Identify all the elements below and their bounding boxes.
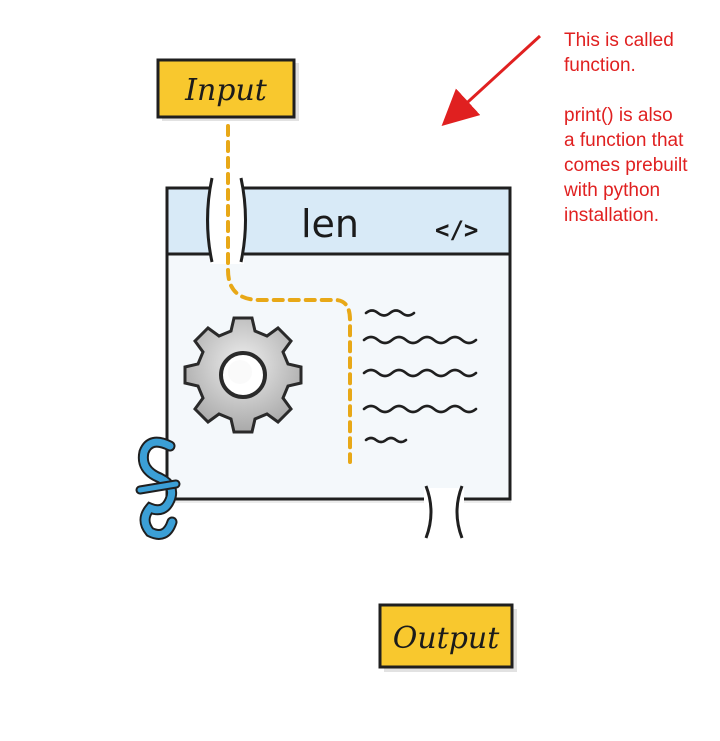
code-icon: </> [435,216,478,244]
python-hook-icon [135,436,181,540]
window-title: len [301,202,359,246]
text-lines-icon [362,309,478,444]
input-label-text: Input [184,73,268,108]
arrow-icon [441,34,542,127]
output-slot [424,485,464,540]
annotation-text: This is called function. print() is also… [564,30,688,226]
input-label: Input [156,58,299,121]
output-label-text: Output [393,621,500,656]
output-label: Output [378,603,517,672]
data-flow-line [226,124,352,464]
gear-icon [183,316,303,434]
